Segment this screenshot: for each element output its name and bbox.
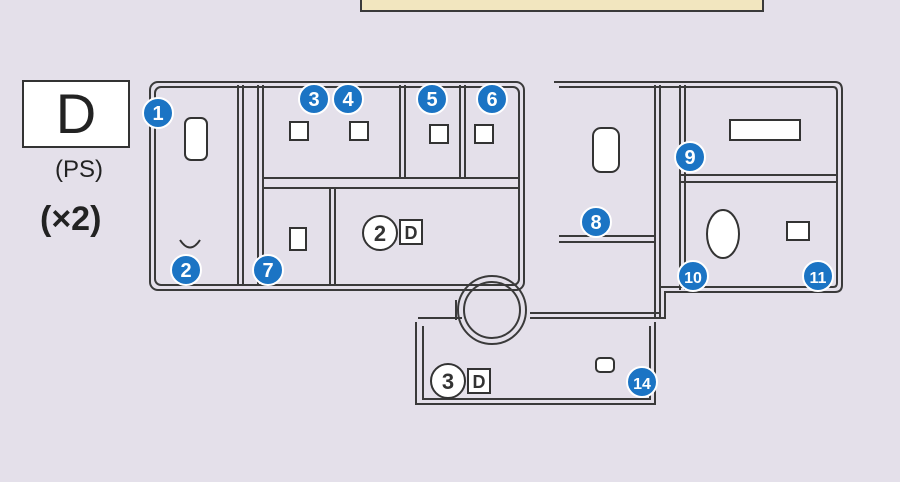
part-badge-9: 9: [674, 141, 706, 173]
frame-stamp-3: 3 D: [430, 363, 491, 399]
part-4-shape: [349, 121, 369, 141]
part-9-shape: [729, 119, 801, 141]
badge-circle: [677, 260, 709, 292]
badge-number: 6: [486, 89, 497, 111]
frame-stamp-letter: D: [473, 372, 486, 392]
part-1-shape: [184, 117, 208, 161]
part-badge-3: 3: [298, 83, 330, 115]
badge-number: 5: [426, 89, 437, 111]
top-panel-edge: [360, 0, 764, 12]
badge-circle: [580, 206, 612, 238]
badge-number: 7: [262, 260, 273, 282]
sprue-sheet-label: D: [22, 80, 130, 148]
part-badge-11: 11: [802, 260, 834, 292]
runner-frame: [149, 81, 843, 405]
badge-number: 2: [180, 260, 191, 282]
part-badge-8: 8: [580, 206, 612, 238]
frame-stamp-number: 3: [442, 369, 454, 394]
part-badges: 1 2 3 4 5 6 7 8 9 10 11 14: [142, 83, 834, 398]
part-8-shape: [592, 127, 620, 173]
part-5-shape: [429, 124, 449, 144]
badge-circle: [476, 83, 508, 115]
frame-stamp-2: 2 D: [362, 215, 423, 251]
quantity-label: (×2): [40, 200, 102, 238]
part-badge-14: 14: [626, 366, 658, 398]
badge-number: 10: [684, 270, 702, 287]
badge-circle: [252, 254, 284, 286]
badge-circle: [416, 83, 448, 115]
badge-circle: [170, 254, 202, 286]
part-badge-2: 2: [170, 254, 202, 286]
sheet-letter: D: [55, 82, 97, 145]
badge-number: 9: [684, 147, 695, 169]
material-label: (PS): [55, 156, 103, 183]
part-badge-5: 5: [416, 83, 448, 115]
part-badge-6: 6: [476, 83, 508, 115]
part-3-shape: [289, 121, 309, 141]
badge-circle: [674, 141, 706, 173]
badge-circle: [332, 83, 364, 115]
part-badge-1: 1: [142, 97, 174, 129]
badge-circle: [802, 260, 834, 292]
frame-stamp-letter: D: [405, 223, 418, 243]
part-badge-7: 7: [252, 254, 284, 286]
part-badge-4: 4: [332, 83, 364, 115]
badge-number: 3: [308, 89, 319, 111]
part-badge-10: 10: [677, 260, 709, 292]
frame-stamp-number: 2: [374, 221, 386, 246]
badge-number: 8: [590, 212, 601, 234]
badge-number: 4: [342, 89, 354, 111]
part-10-shape: [706, 209, 740, 259]
part-shapes: [179, 117, 810, 373]
part-7-shape: [289, 227, 307, 251]
badge-circle: [142, 97, 174, 129]
part-2-shape: [179, 239, 201, 249]
part-11-shape: [786, 221, 810, 241]
badge-number: 14: [633, 376, 651, 393]
badge-circle: [626, 366, 658, 398]
part-14-shape: [595, 357, 615, 373]
badge-number: 1: [152, 103, 163, 125]
part-6-shape: [474, 124, 494, 144]
badge-number: 11: [810, 270, 827, 287]
badge-circle: [298, 83, 330, 115]
